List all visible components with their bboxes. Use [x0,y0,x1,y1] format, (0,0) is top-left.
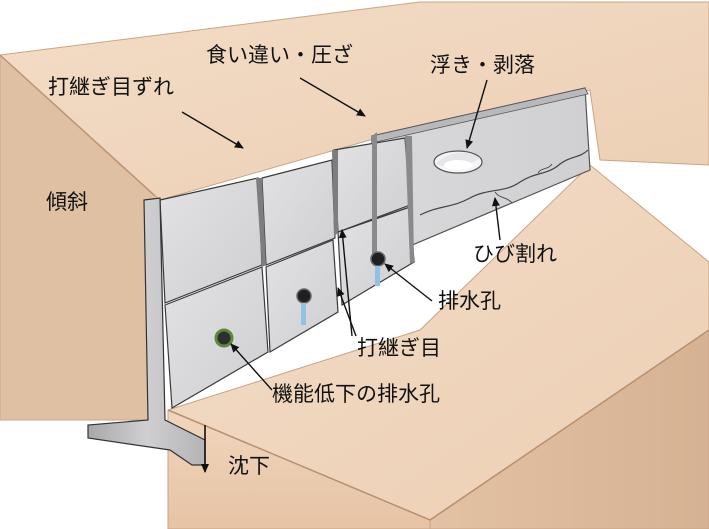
weep-hole-mid [296,288,312,304]
arrow-weep-hole [384,263,433,302]
wall-section-profile [87,197,206,466]
arrow-construction-joint-2 [337,287,357,337]
label-spalling: 浮き・剥落 [430,53,535,77]
label-joint-misalignment: 打継ぎ目ずれ [48,75,174,99]
crack-line [419,149,589,216]
weep-hole-right [370,251,386,267]
arrow-spalling [465,79,488,149]
water-stream-right [375,266,380,286]
arrow-crack [491,197,501,241]
label-crack: ひび割れ [473,242,557,266]
label-construction-joint: 打継ぎ目 [357,336,441,360]
arrow-misalignment-pressure [299,77,366,117]
arrow-construction-joint-1 [338,229,353,337]
water-stream-mid [301,303,306,325]
label-settlement: 沈下 [228,454,270,478]
weep-hole-clogged [214,328,234,348]
arrow-joint-misalignment [181,111,244,149]
arrow-nonfunctional-weep-hole [230,343,273,391]
label-weep-hole: 排水孔 [438,289,501,313]
label-slope: 傾斜 [46,190,88,214]
label-nonfunctional-weep-hole: 機能低下の排水孔 [272,382,440,406]
label-misalignment-pressure: 食い違い・圧ざ [206,43,353,67]
